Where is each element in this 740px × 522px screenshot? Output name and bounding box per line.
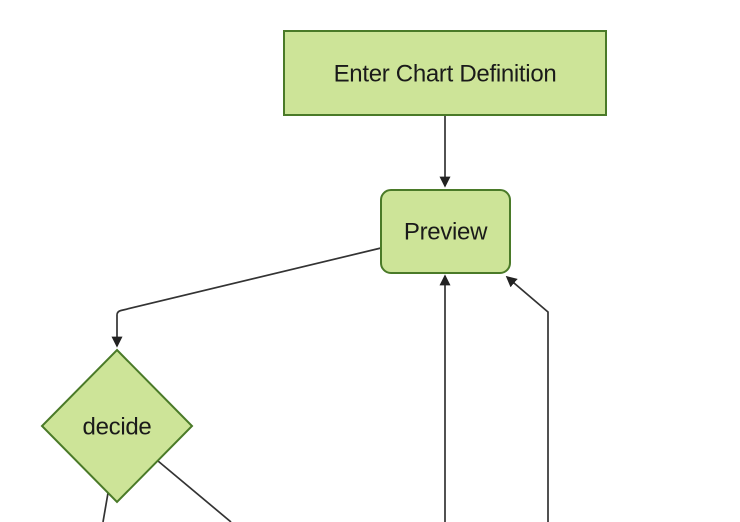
preview-label: Preview: [404, 219, 488, 246]
decide-diamond: [40, 348, 194, 504]
edge-decide-to-offscreen-right: [157, 460, 232, 522]
edge-preview-to-decide: [111, 247, 382, 348]
edge-decide-to-offscreen-left: [102, 492, 109, 522]
decide-label: decide: [83, 414, 152, 441]
preview-box: [380, 189, 511, 274]
node-decide: decide: [40, 348, 194, 504]
edge-layer: [102, 115, 549, 522]
node-preview: Preview: [380, 189, 511, 274]
edge-bottom-right-to-preview: [505, 275, 549, 522]
enter-chart-definition-box: [283, 30, 607, 116]
node-enter-chart-definition: Enter Chart Definition: [283, 30, 607, 116]
enter-chart-definition-label: Enter Chart Definition: [334, 61, 557, 88]
